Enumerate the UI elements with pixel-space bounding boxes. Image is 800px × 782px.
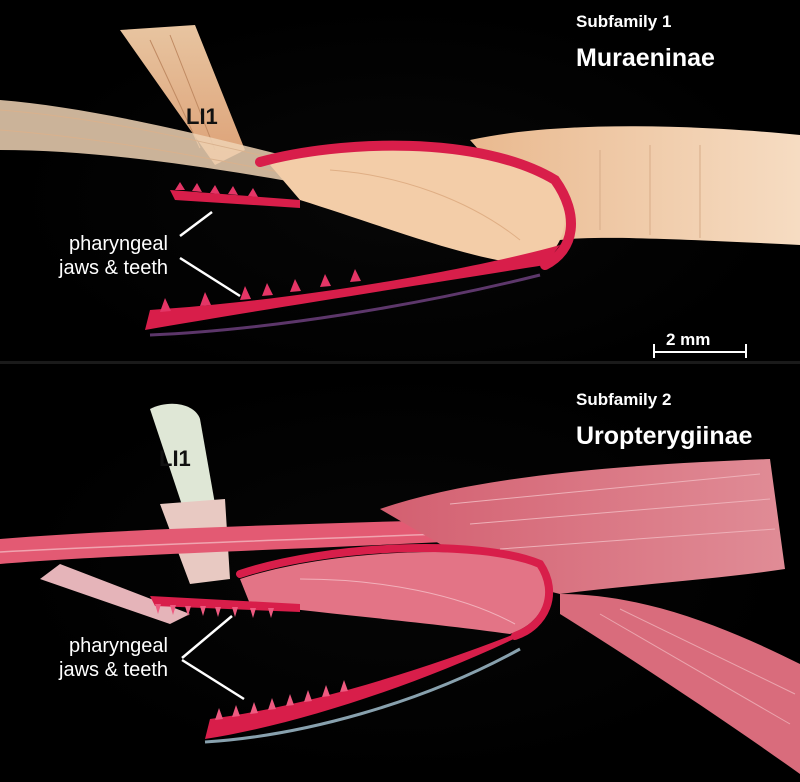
- callout-line-2: jaws & teeth: [59, 659, 168, 681]
- taxon-name: Muraeninae: [576, 44, 715, 72]
- panel-divider: [0, 361, 800, 364]
- callout-pharyngeal-jaws: pharyngeal jaws & teeth: [20, 634, 168, 682]
- callout-pharyngeal-jaws: pharyngeal jaws & teeth: [20, 232, 168, 280]
- muscle-label-li1: LI1: [186, 104, 218, 129]
- scale-bar-label: 2 mm: [666, 330, 711, 349]
- specimen-photo-muraeninae: [0, 25, 800, 358]
- panel-uropterygiinae: Subfamily 2 Uropterygiinae LI1 pharyngea…: [0, 364, 800, 782]
- muscle-label-li1: LI1: [159, 446, 191, 471]
- callout-line-2: jaws & teeth: [59, 257, 168, 279]
- callout-line-1: pharyngeal: [69, 635, 168, 657]
- callout-line-1: pharyngeal: [69, 233, 168, 255]
- taxon-name: Uropterygiinae: [576, 422, 753, 450]
- specimen-photo-uropterygiinae: [0, 403, 800, 774]
- subfamily-label: Subfamily 2: [576, 390, 672, 409]
- subfamily-label: Subfamily 1: [576, 12, 672, 31]
- panel-muraeninae: Subfamily 1 Muraeninae LI1 pharyngeal ja…: [0, 0, 800, 362]
